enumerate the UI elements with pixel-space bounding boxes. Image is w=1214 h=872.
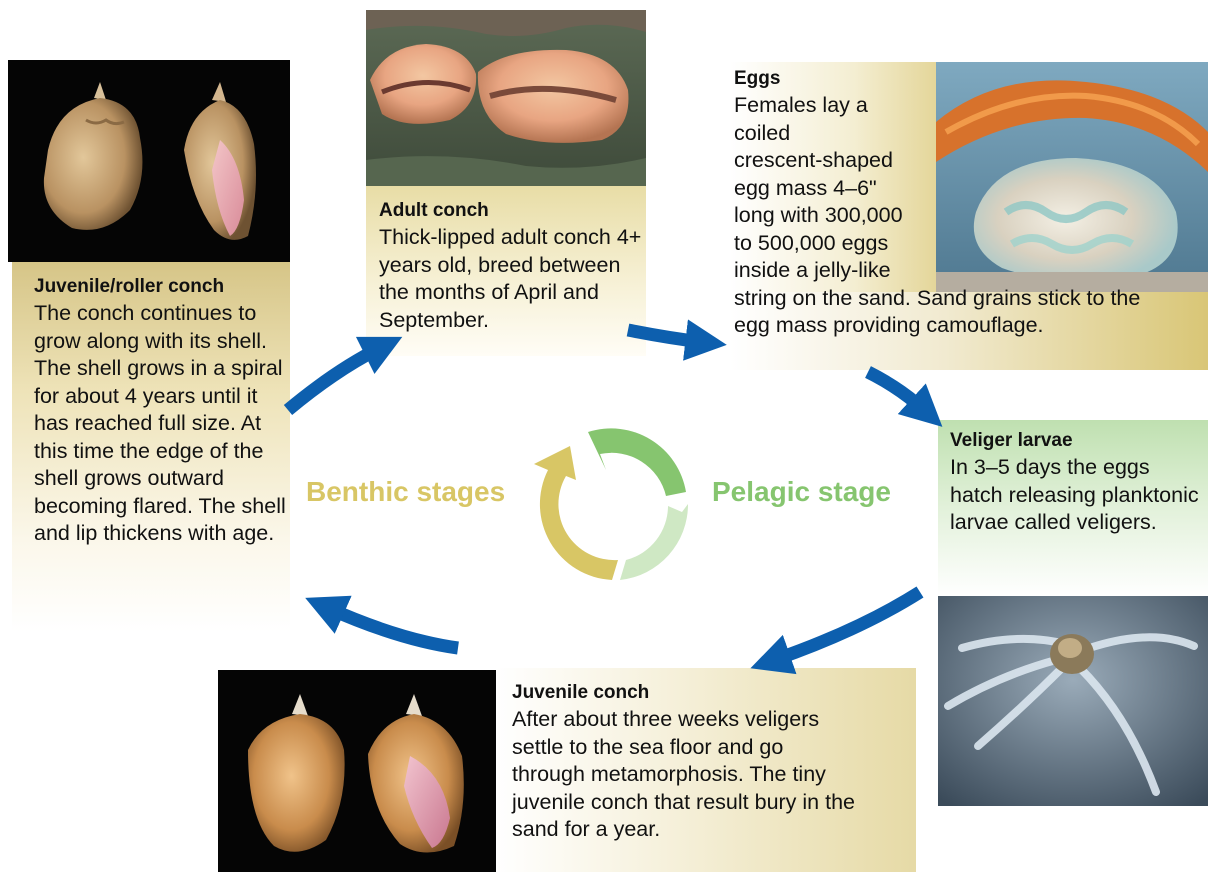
cycle-icon (530, 420, 700, 590)
arrow-juvenile-to-roller (328, 608, 458, 648)
arrow-veliger-to-juvenile (774, 592, 920, 660)
arrow-juvenile-roller-to-adult (288, 348, 380, 410)
arrow-adult-to-eggs (628, 330, 702, 342)
benthic-stages-label: Benthic stages (306, 476, 505, 508)
arrow-eggs-to-veliger (868, 372, 924, 410)
pelagic-stage-label: Pelagic stage (712, 476, 891, 508)
